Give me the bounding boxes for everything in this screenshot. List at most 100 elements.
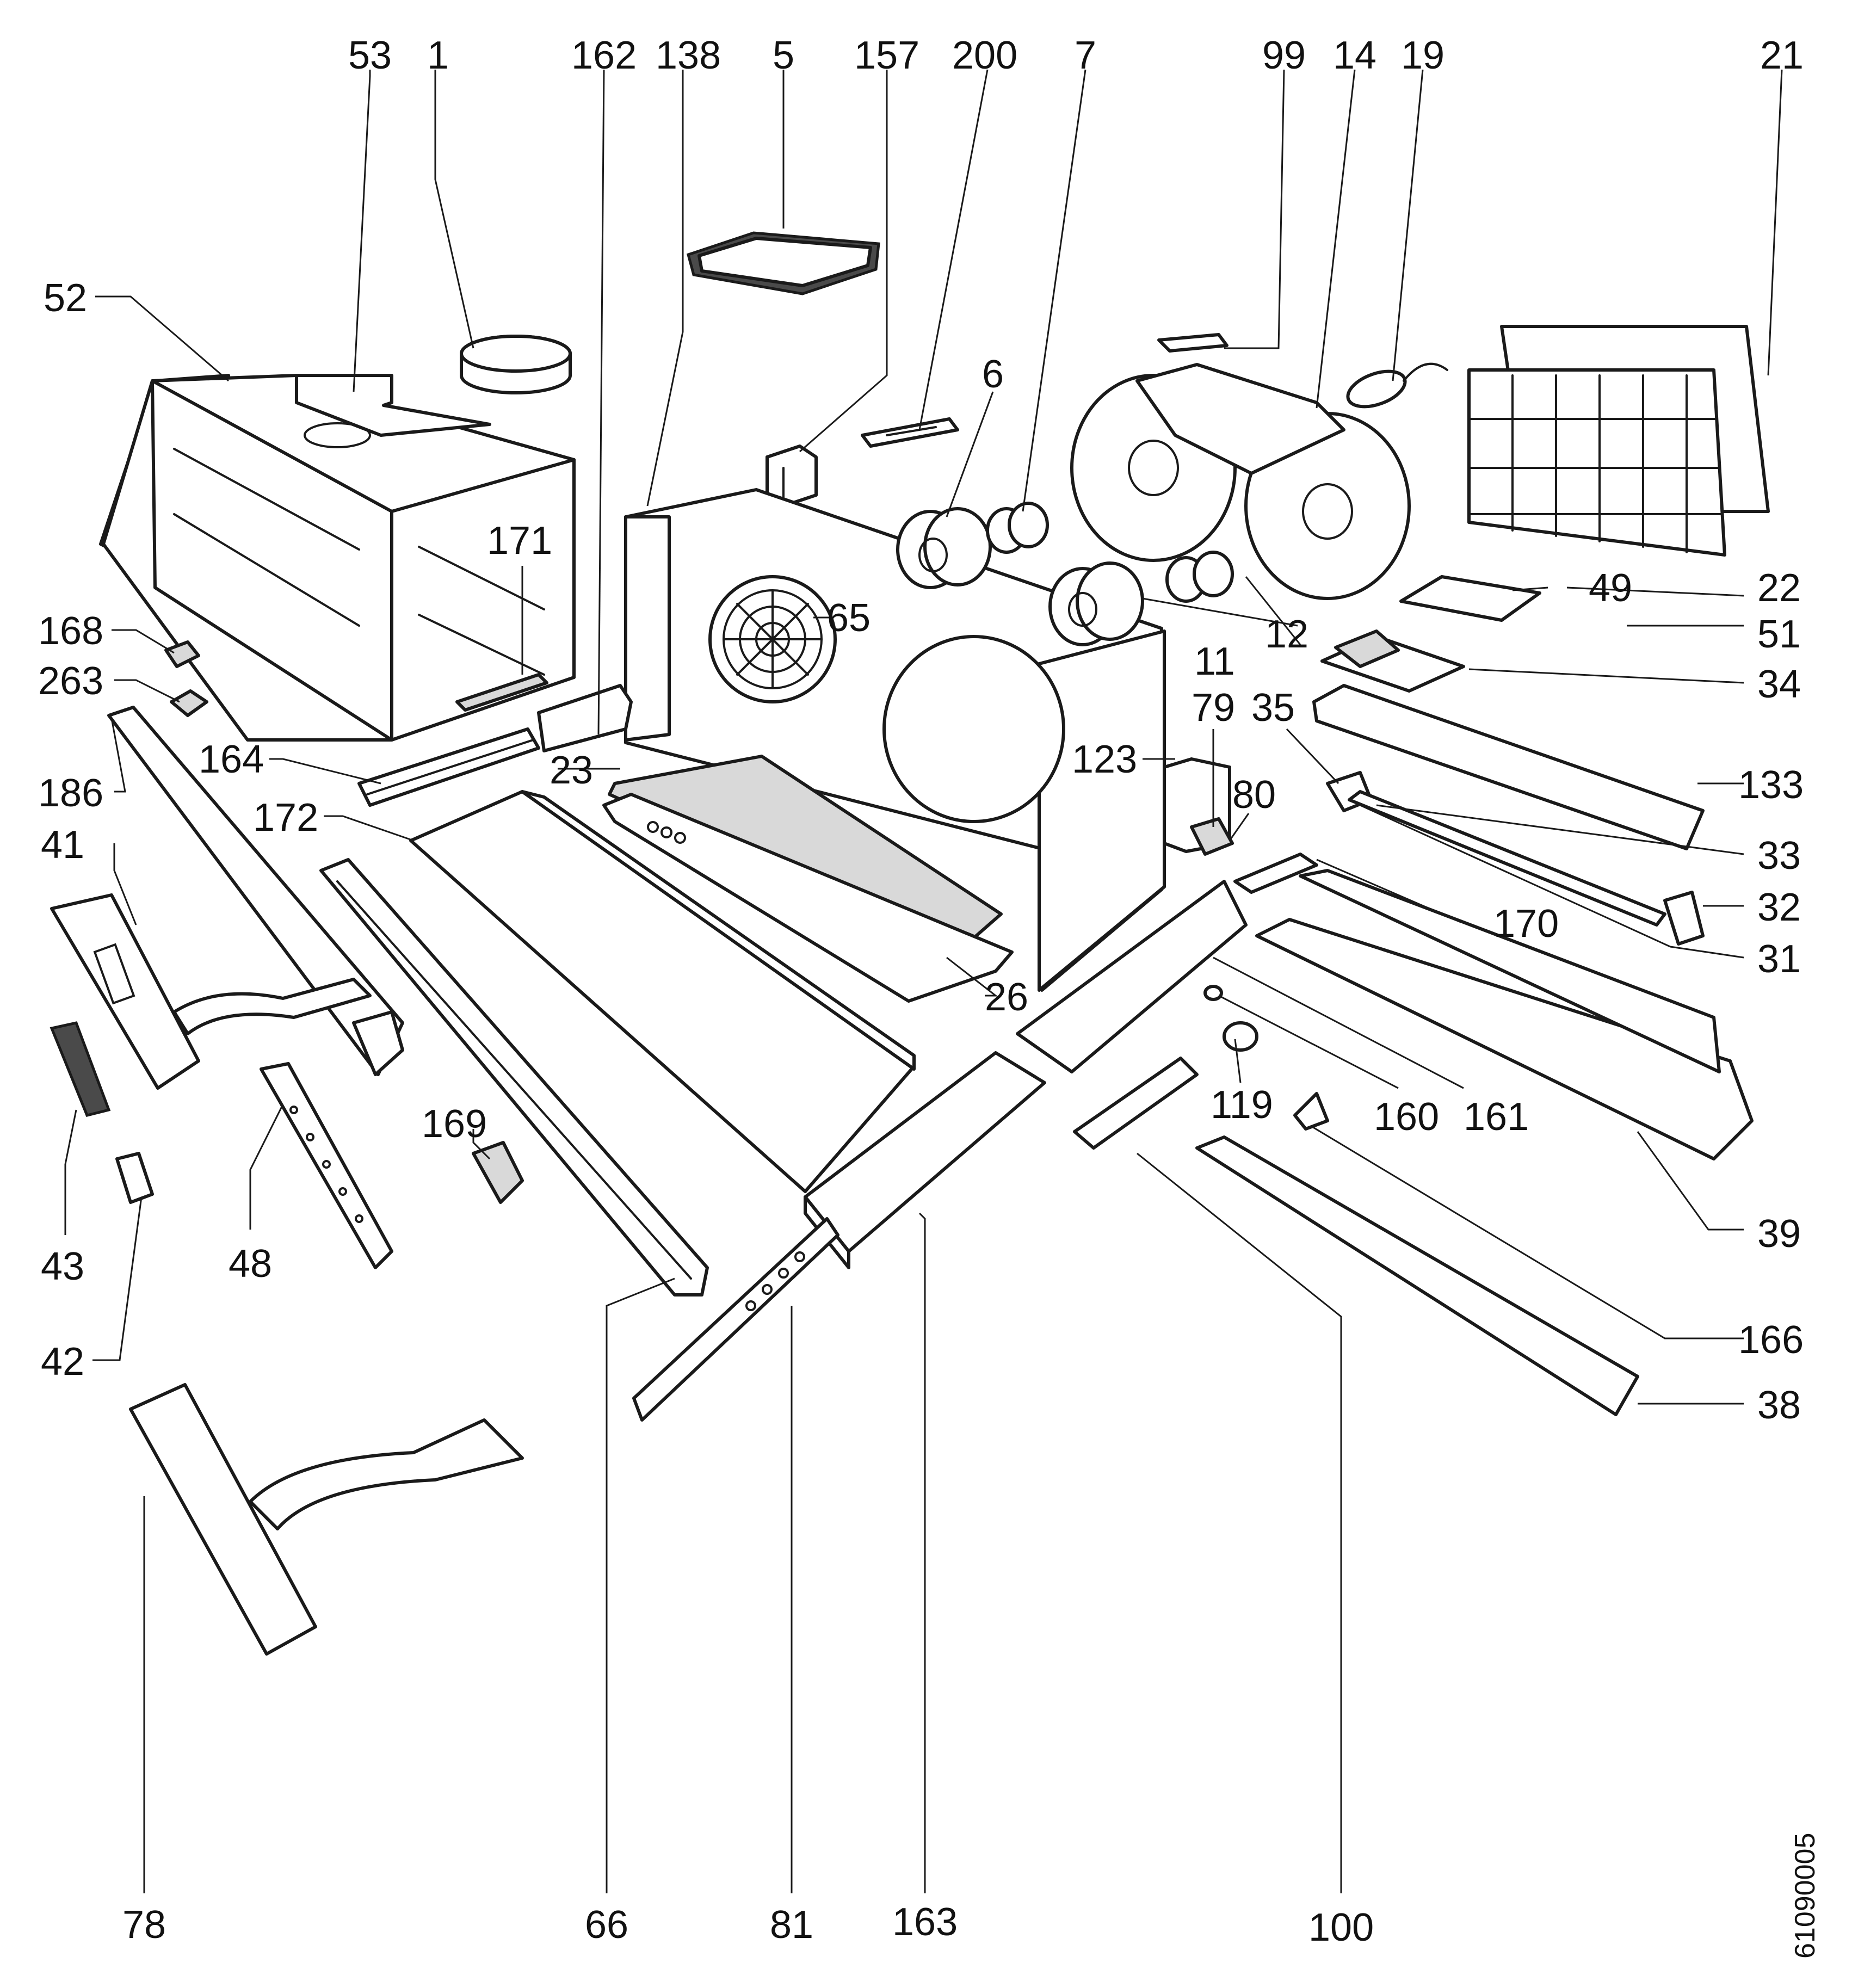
- callout-170: 170: [1493, 902, 1559, 946]
- callout-78: 78: [122, 1903, 166, 1947]
- part-7-hub: [986, 502, 1049, 554]
- part-168-clip: [164, 640, 200, 668]
- part-78-handle: [129, 1383, 524, 1656]
- part-32-lampholder: [1663, 891, 1705, 946]
- callout-11: 11: [1194, 640, 1235, 683]
- part-162-bracket: [537, 684, 633, 752]
- callout-48: 48: [229, 1242, 272, 1286]
- part-100-bracket: [1073, 1057, 1199, 1150]
- callout-35: 35: [1251, 686, 1295, 730]
- callout-23: 23: [550, 749, 593, 792]
- callout-168: 168: [38, 609, 103, 653]
- part-81-rail: [632, 1217, 839, 1422]
- callout-160: 160: [1374, 1095, 1439, 1139]
- callout-12: 12: [1265, 613, 1308, 656]
- part-200-bracket: [861, 417, 959, 448]
- part-133-frame: [1312, 684, 1705, 850]
- callout-161: 161: [1464, 1095, 1529, 1139]
- part-49-board: [1399, 575, 1541, 622]
- part-172-panel: [409, 790, 916, 1193]
- part-80-switch: [1190, 817, 1234, 856]
- callout-labels: 53 1 162 138 5 157 200 7 99 14 19 21 52 …: [38, 34, 1821, 1959]
- callout-80: 80: [1232, 773, 1276, 817]
- part-99-tab: [1157, 333, 1229, 353]
- callout-42: 42: [41, 1340, 84, 1384]
- leader-lines: [64, 69, 1783, 1893]
- part-169-clip: [472, 1141, 524, 1204]
- callout-200: 200: [952, 34, 1017, 77]
- part-26-strip: [602, 793, 1014, 1003]
- part-171-strip: [455, 673, 548, 712]
- callout-49: 49: [1589, 566, 1632, 610]
- part-31-tube: [1348, 790, 1666, 927]
- part-161-profile: [1016, 880, 1248, 1073]
- part-119-knob: [1223, 1021, 1258, 1052]
- part-166-clip: [1293, 1092, 1329, 1131]
- callout-133: 133: [1738, 763, 1804, 807]
- part-12-hub: [1165, 551, 1234, 603]
- callout-51: 51: [1757, 613, 1801, 656]
- callout-32: 32: [1757, 886, 1801, 929]
- callout-1: 1: [427, 34, 449, 77]
- document-number: 61090005: [1789, 1833, 1821, 1959]
- part-66-bar: [319, 858, 709, 1296]
- part-22-filter: [1467, 368, 1726, 557]
- part-5-grille: [686, 231, 880, 295]
- part-38-glass: [1195, 1135, 1639, 1416]
- part-52-housing: [99, 374, 576, 742]
- callout-38: 38: [1757, 1384, 1801, 1427]
- callout-34: 34: [1757, 663, 1801, 706]
- callout-21: 21: [1760, 34, 1804, 77]
- part-43-block: [50, 1021, 111, 1117]
- part-19-capacitor: [1346, 362, 1448, 409]
- callout-65: 65: [827, 596, 871, 640]
- part-6-rotor: [896, 507, 992, 589]
- callout-22: 22: [1757, 566, 1801, 610]
- callout-169: 169: [422, 1102, 487, 1146]
- part-138-panel: [624, 488, 1166, 992]
- callout-14: 14: [1333, 34, 1376, 77]
- callout-172: 172: [253, 796, 318, 839]
- callout-164: 164: [199, 738, 264, 781]
- callout-81: 81: [770, 1903, 813, 1947]
- part-160-spacer: [1203, 985, 1223, 1001]
- callout-41: 41: [41, 823, 84, 867]
- part-42-block: [115, 1152, 154, 1204]
- callout-138: 138: [656, 34, 721, 77]
- callout-33: 33: [1757, 834, 1801, 878]
- part-23-filter: [608, 755, 1003, 954]
- callout-66: 66: [585, 1903, 628, 1947]
- part-39-frame: [1255, 869, 1754, 1160]
- part-14-casing: [1070, 363, 1411, 600]
- part-11-rotor: [1048, 561, 1144, 646]
- callout-52: 52: [44, 276, 87, 320]
- callout-163: 163: [892, 1900, 958, 1944]
- callout-6: 6: [982, 353, 1004, 396]
- callout-39: 39: [1757, 1212, 1801, 1256]
- callout-7: 7: [1075, 34, 1096, 77]
- callout-119: 119: [1211, 1083, 1273, 1127]
- callout-5: 5: [773, 34, 794, 77]
- callout-162: 162: [571, 34, 637, 77]
- callout-79: 79: [1192, 686, 1235, 730]
- callout-53: 53: [348, 34, 392, 77]
- callout-263: 263: [38, 659, 103, 703]
- part-1-collar: [460, 335, 572, 394]
- callout-123: 123: [1072, 738, 1137, 781]
- callout-186: 186: [38, 771, 103, 815]
- part-48-bar: [260, 1062, 393, 1269]
- callout-166: 166: [1738, 1318, 1804, 1362]
- part-263-clip: [170, 689, 208, 717]
- callout-99: 99: [1262, 34, 1306, 77]
- part-41-handle: [50, 893, 372, 1090]
- callout-26: 26: [985, 976, 1028, 1019]
- callout-43: 43: [41, 1245, 84, 1288]
- callout-171: 171: [487, 519, 552, 563]
- callout-31: 31: [1757, 937, 1801, 981]
- part-186-rail: [107, 706, 404, 1076]
- parts-drawing: [50, 231, 1770, 1656]
- part-34-board: [1320, 629, 1465, 693]
- callout-157: 157: [854, 34, 919, 77]
- part-164-rail: [357, 727, 540, 807]
